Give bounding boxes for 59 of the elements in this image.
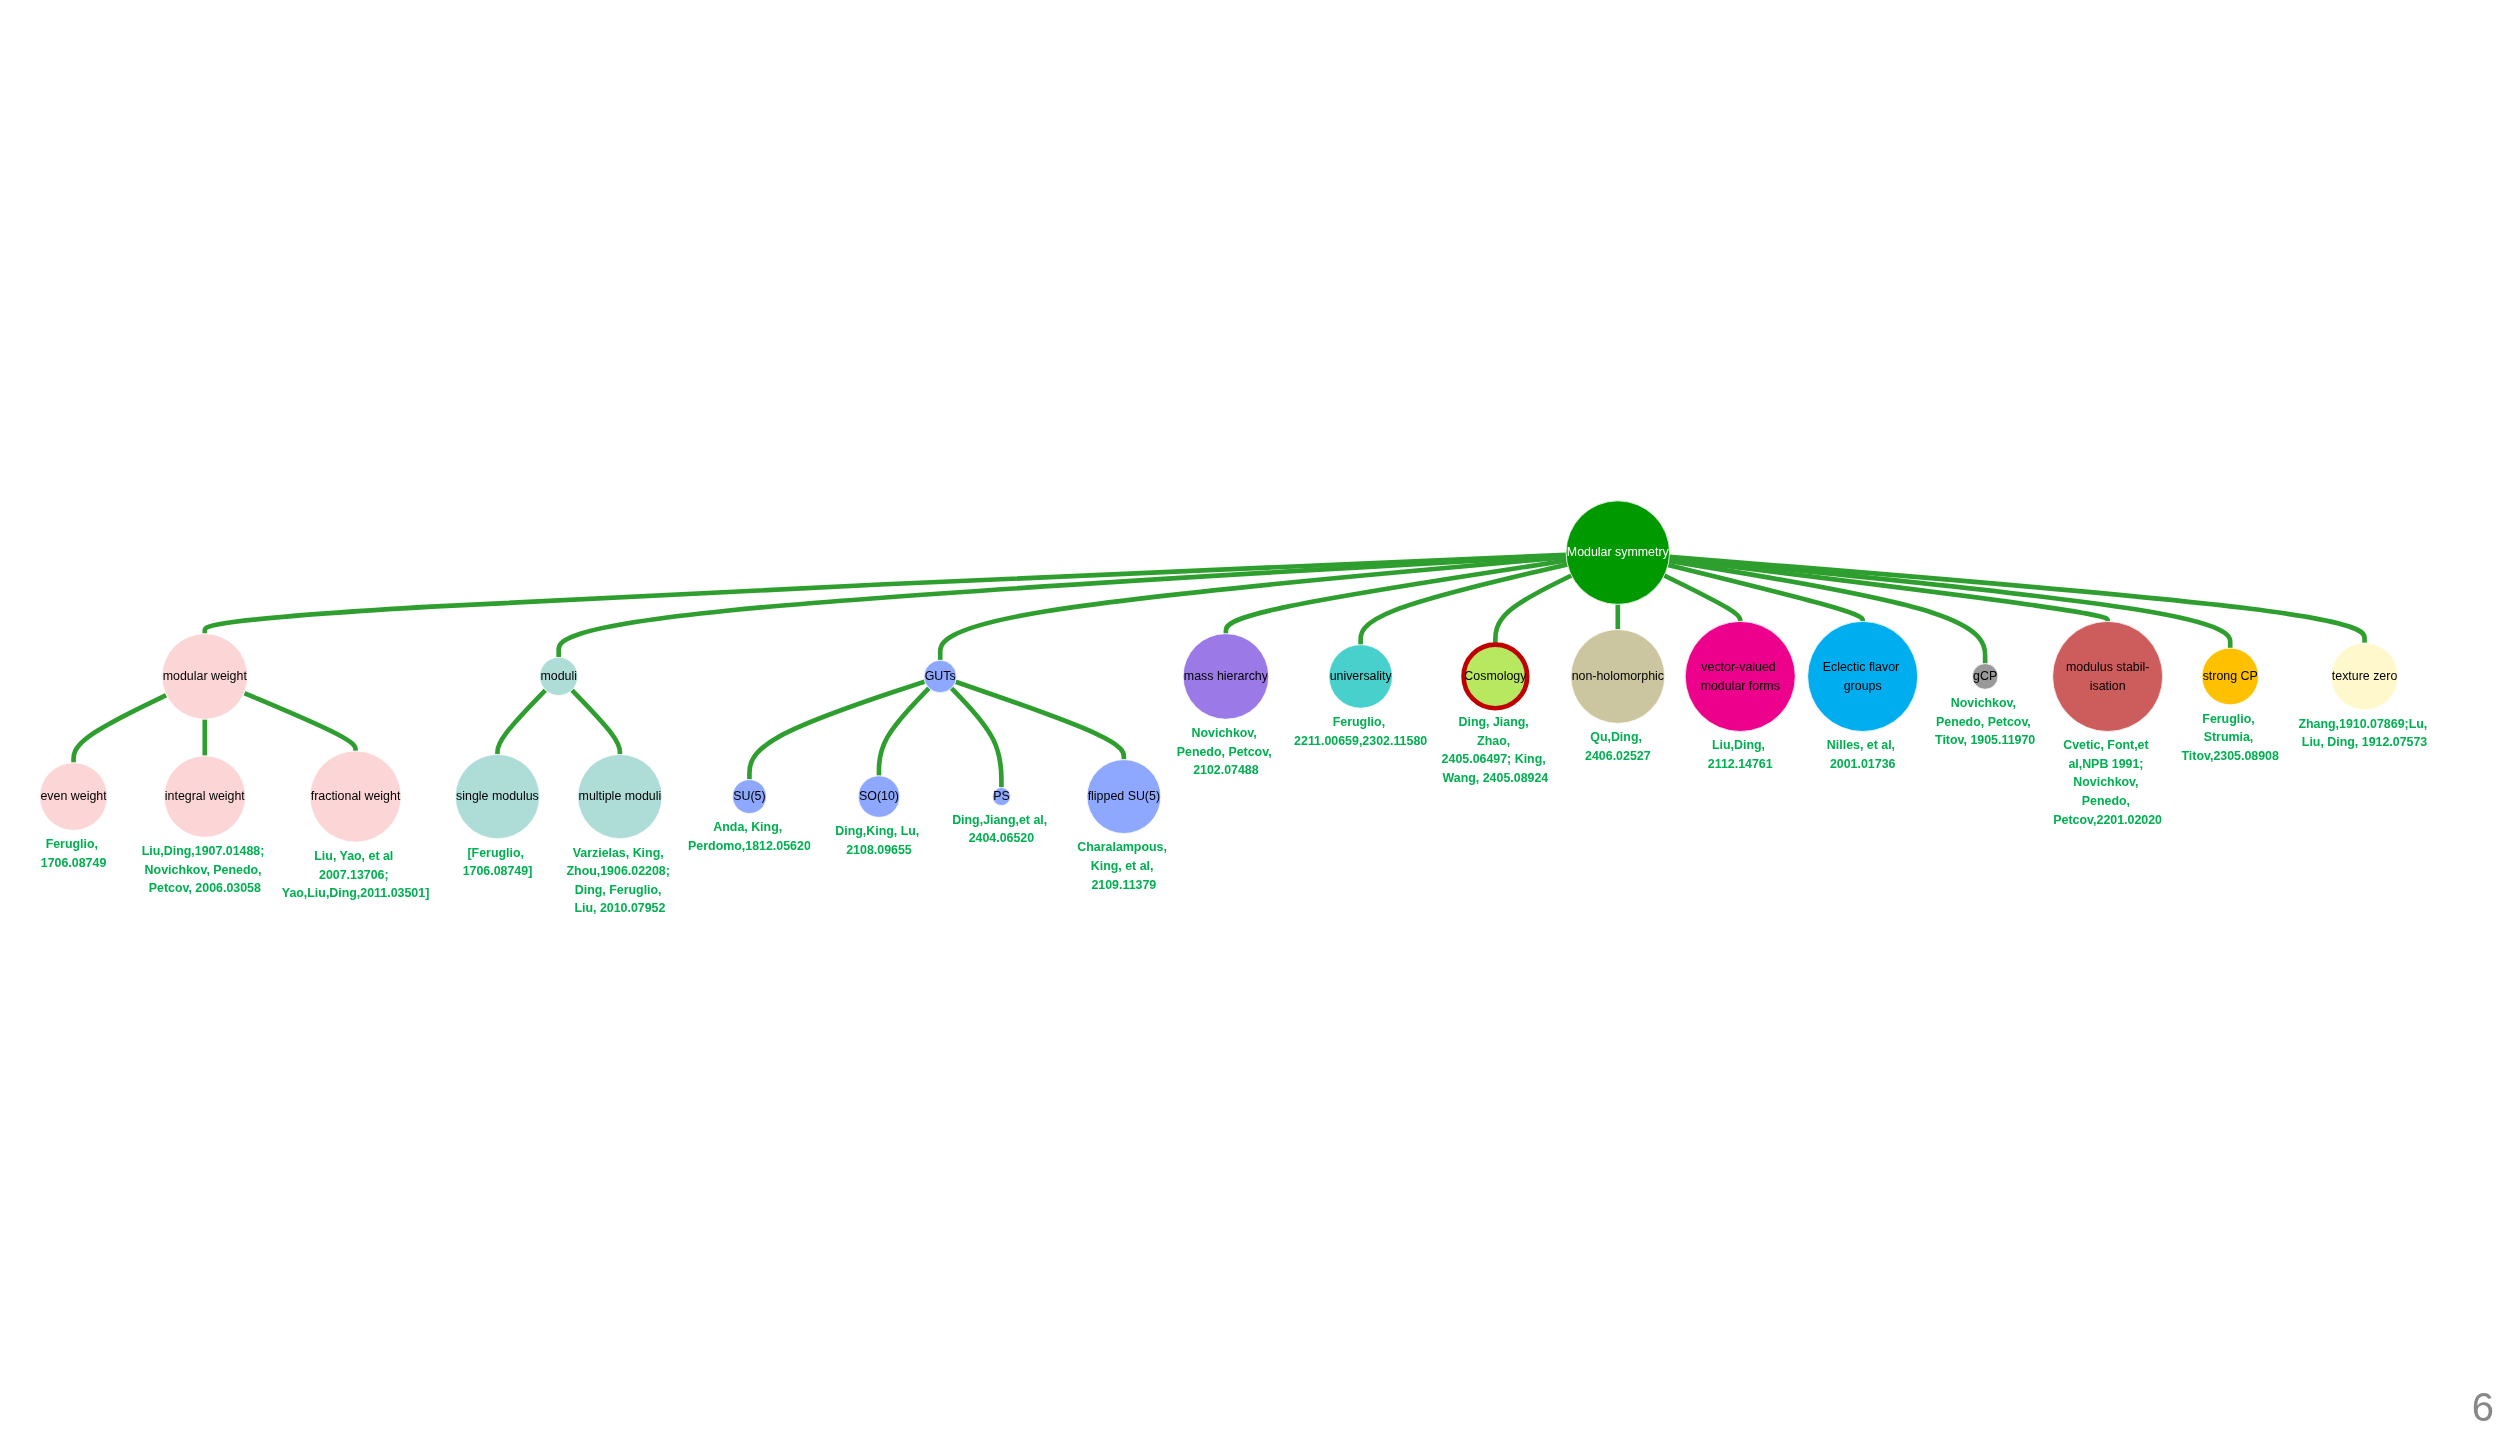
connector (1667, 562, 1865, 623)
connector (1493, 573, 1573, 645)
node-label: Nilles, et al, 2001.01736 (1826, 738, 1896, 771)
node-circle: modulus stabil-isation (2052, 621, 2164, 732)
node-label: Liu,Ding,1907.01488; Novichkov, Penedo, Petcov, 2006.03058 (141, 844, 265, 895)
node-circle: universality (1328, 644, 1393, 709)
connector (747, 679, 926, 780)
node-circle: GUTs (923, 659, 957, 694)
connector (495, 688, 548, 755)
node-circle: gCP (1971, 663, 1999, 690)
node-label: [Feruglio, 1706.08749] (462, 845, 533, 878)
node-circle: mass hierarchy (1182, 633, 1270, 720)
connector (1615, 603, 1621, 630)
node-label: Novichkov, Penedo, Petcov, 2102.07488 (1176, 726, 1272, 777)
connector (1668, 558, 1988, 664)
node-label: Charalampous, King, et al, 2109.11379 (1077, 840, 1167, 891)
node-circle: flipped SU(5) (1086, 759, 1162, 834)
connector (71, 693, 168, 763)
node-label: Varzielas, King, Zhou,1906.02208; Ding, Feruglio, Liu, 2010.07952 (566, 845, 670, 915)
connector (954, 679, 1127, 760)
connector (1358, 562, 1568, 645)
node-label: Ding,King, Lu, 2108.09655 (835, 824, 920, 857)
connector (1669, 554, 2367, 644)
connector (949, 686, 1004, 788)
connector (570, 688, 623, 755)
node-circle: vector-valued modular forms (1684, 621, 1796, 732)
node-circle: texture zero (2330, 642, 2399, 711)
connector (1663, 573, 1743, 623)
node-label: Feruglio, 2211.00659,2302.11580 (1294, 715, 1428, 747)
node-circle: SU(5) (732, 779, 767, 814)
node-circle: non-holomorphic (1570, 629, 1666, 724)
page-number: 6 (2471, 1385, 2494, 1429)
node-circle: integral weight (163, 755, 246, 838)
node-label: Zhang,1910.07869;Lu, Liu, Ding, 1912.07573 (2298, 716, 2428, 749)
node-circle: Eclectic flavor groups (1807, 621, 1919, 732)
node-label: Novichkov, Penedo, Petcov, Titov, 1905.11970 (1935, 696, 2036, 747)
node-circle: moduli (539, 657, 579, 696)
connector (876, 686, 931, 776)
node-label: Cvetic, Font,et al,NPB 1991; Novichkov, Penedo, Petcov,2201.02020 (2053, 738, 2163, 826)
node-circle: strong CP (2201, 647, 2259, 706)
node-circle: multiple moduli (577, 754, 663, 840)
connector (243, 690, 358, 752)
node-circle: fractional weight (309, 750, 402, 843)
node-label: Feruglio, 1706.08749 (40, 837, 107, 870)
node-label: Feruglio, Strumia, Titov,2305.08908 (2181, 711, 2279, 763)
node-label: Anda, King, Perdomo,1812.05620 (688, 820, 811, 853)
node-circle: SO(10) (857, 775, 901, 818)
connector (202, 719, 208, 756)
node-label: Ding, Jiang, Zhao, 2405.06497; King, Wang, 2405.08924 (1441, 715, 1549, 785)
connector (1223, 558, 1567, 634)
node-label: Qu,Ding, 2406.02527 (1585, 730, 1651, 763)
node-circle: PS (992, 787, 1011, 806)
node-label: Ding,Jiang,et al, 2404.06520 (952, 812, 1048, 845)
node-circle: even weight (39, 762, 108, 831)
node-circle: single modulus (454, 754, 540, 840)
node-circle: modular weight (161, 633, 248, 720)
node-label: Liu,Ding, 2112.14761 (1707, 738, 1773, 771)
node-label: Liu, Yao, et al 2007.13706; Yao,Liu,Ding,2011.03501] (281, 849, 430, 900)
node-circle: Modular symmetry (1565, 500, 1670, 605)
